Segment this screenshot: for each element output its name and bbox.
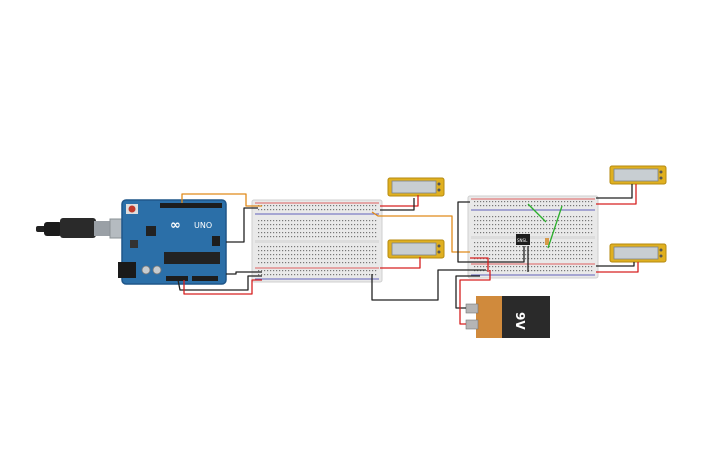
wire-orange-1[interactable] (181, 193, 262, 207)
wire-red-display-3[interactable] (596, 184, 637, 205)
wire-green-2[interactable] (547, 205, 563, 249)
arduino-logo-icon: ∞ (170, 218, 181, 233)
reset-button[interactable] (128, 205, 136, 213)
wire-black-1[interactable] (177, 275, 262, 291)
digital-header (160, 203, 222, 208)
wire-black-display-1[interactable] (380, 198, 415, 211)
wire-green-1[interactable] (527, 203, 547, 223)
sensor-chip[interactable]: SNSL (516, 234, 530, 245)
wire-black-display-3[interactable] (596, 184, 633, 199)
wire-red-display-4[interactable] (596, 262, 639, 273)
display-module-1[interactable] (387, 177, 445, 197)
wire-red-1[interactable] (183, 279, 262, 295)
wire-red-internal[interactable] (470, 257, 489, 272)
wire-red-battery[interactable] (459, 270, 491, 325)
wire-black-battery[interactable] (455, 275, 480, 309)
wire-black-3[interactable] (226, 271, 262, 275)
chip-label: SNSL (517, 238, 528, 243)
arduino-uno-board[interactable]: ∞ UNO (118, 199, 227, 285)
microcontroller-chip (164, 252, 220, 264)
wires[interactable] (177, 184, 639, 325)
wire-red-display-2[interactable] (380, 257, 421, 269)
display-module-3[interactable] (609, 165, 667, 185)
display-module-2[interactable] (387, 239, 445, 259)
breadboard-right[interactable] (467, 195, 599, 279)
analog-header (192, 276, 218, 281)
wire-black-2[interactable] (226, 207, 258, 243)
wire-red-display-1[interactable] (380, 195, 419, 207)
power-header (166, 276, 188, 281)
breadboard-left[interactable] (251, 199, 383, 283)
wire-black-display-2[interactable] (371, 269, 486, 301)
battery-label: 9V (513, 312, 527, 330)
resistor[interactable] (545, 238, 549, 245)
wire-black-display-4[interactable] (596, 262, 635, 267)
battery-9v[interactable]: 9V (465, 296, 550, 338)
display-module-4[interactable] (609, 243, 667, 263)
usb-cable[interactable] (36, 218, 135, 239)
board-brand-text: UNO (194, 221, 212, 230)
wire-black-internal[interactable] (457, 201, 525, 263)
